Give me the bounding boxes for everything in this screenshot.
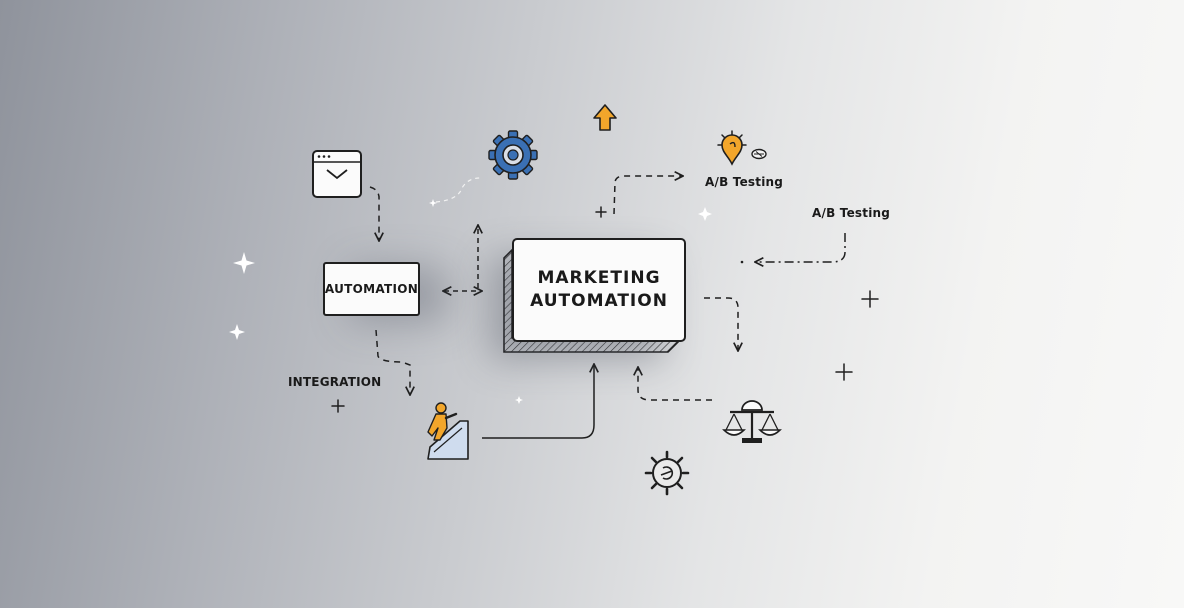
dot-mark [740, 260, 744, 264]
sparkle-small [429, 199, 437, 207]
balance-scale-icon [722, 400, 782, 443]
automation-label: AUTOMATION [324, 282, 419, 296]
sparkles [229, 199, 712, 404]
lightbulb-location-icon [717, 130, 767, 166]
integration-label: INTEGRATION [288, 375, 382, 389]
plus-marks [331, 206, 879, 413]
upload-arrow-icon [593, 104, 617, 131]
connector-center-abtesting [613, 176, 682, 215]
connector-email-automation [369, 186, 379, 240]
gear-icon [488, 130, 538, 180]
sparkle-large [233, 252, 255, 274]
connector-right-loop [704, 297, 738, 350]
plus-mark [861, 290, 879, 308]
person-climbing-stairs-icon [427, 402, 469, 460]
sparkle-medium [229, 324, 245, 340]
connector-balance-center [638, 368, 712, 401]
plus-mark [331, 399, 345, 413]
plus-mark [835, 363, 853, 381]
marketing-automation-box: MARKETING AUTOMATION [512, 238, 686, 342]
center-title-line2: AUTOMATION [530, 291, 668, 311]
connector-abtesting-center [756, 233, 846, 262]
ab-testing-label-top: A/B Testing [705, 175, 784, 189]
ab-testing-label-right: A/B Testing [812, 206, 891, 220]
center-title-line1: MARKETING [537, 268, 661, 289]
plus-mark [595, 206, 607, 218]
connector-growth-center [482, 365, 594, 439]
faint-curve [435, 177, 481, 203]
email-window-icon [312, 150, 362, 198]
sparkle-bottom [515, 396, 523, 404]
connectors [369, 176, 846, 439]
small-gear-icon [644, 450, 690, 496]
sparkle-right [698, 207, 712, 221]
automation-box: AUTOMATION [323, 262, 420, 316]
connector-automation-integration [375, 329, 410, 394]
